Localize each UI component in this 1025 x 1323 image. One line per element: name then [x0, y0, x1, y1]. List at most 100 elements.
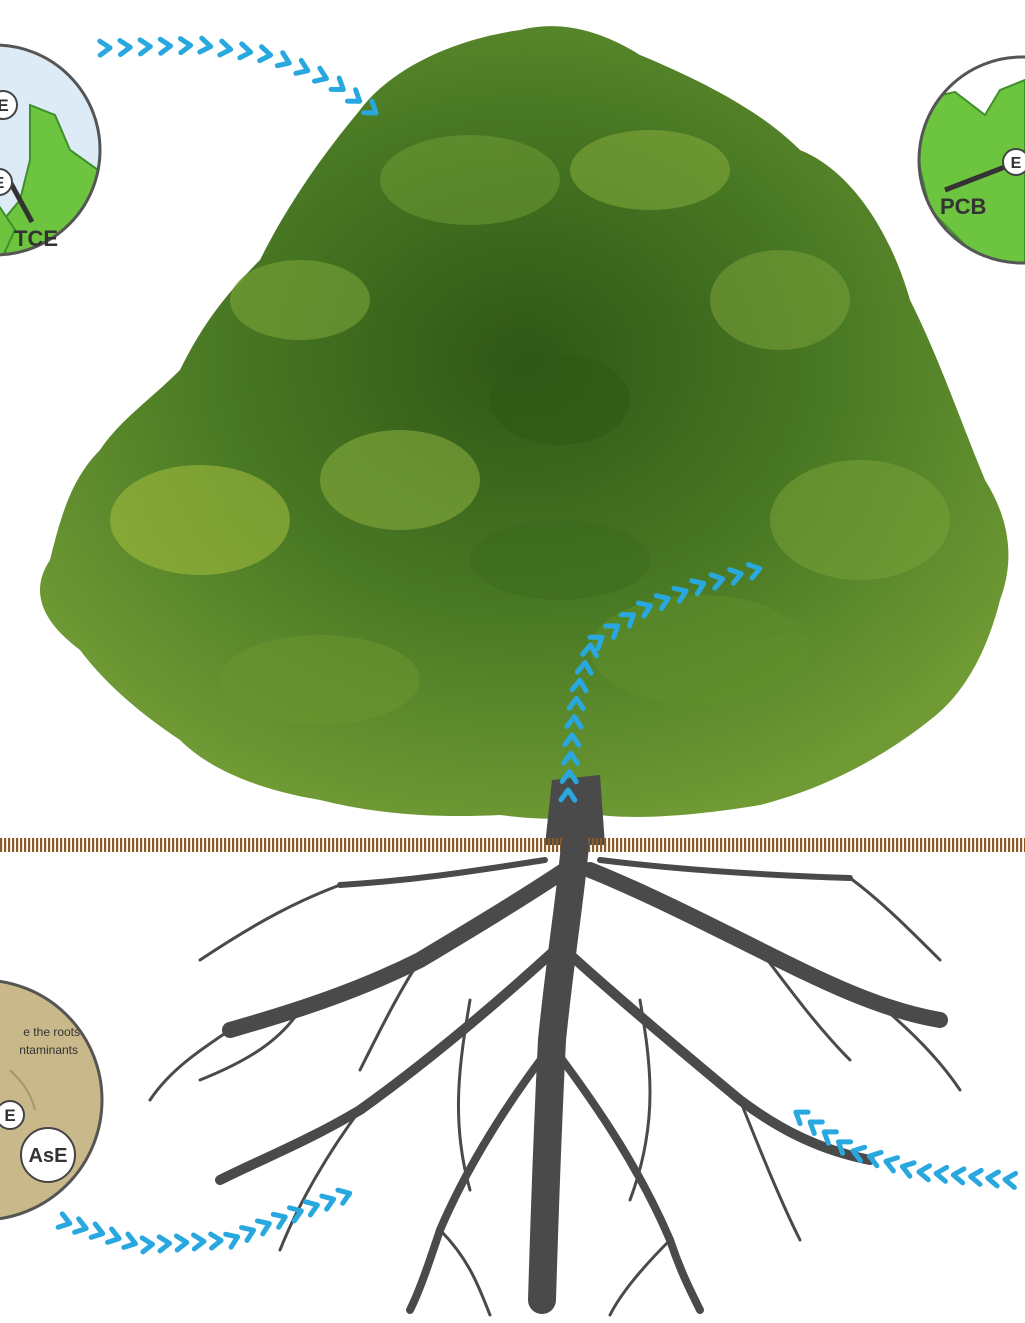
ground-tick	[764, 838, 766, 852]
ground-tick	[52, 838, 54, 852]
ground-tick	[292, 838, 294, 852]
badge-e-mid-label: E	[0, 175, 5, 192]
ground-tick	[812, 838, 814, 852]
ground-tick	[548, 838, 550, 852]
ground-tick	[32, 838, 34, 852]
ground-tick	[100, 838, 102, 852]
ground-tick	[168, 838, 170, 852]
chevron-arrow-icon	[820, 1126, 836, 1143]
ground-tick	[800, 838, 802, 852]
ground-tick	[592, 838, 594, 852]
chevron-arrow-icon	[918, 1165, 929, 1180]
ground-tick	[12, 838, 14, 852]
ground-tick	[936, 838, 938, 852]
ground-tick	[8, 838, 10, 852]
ground-tick	[128, 838, 130, 852]
ground-tick	[156, 838, 158, 852]
ground-tick	[908, 838, 910, 852]
ground-tick	[492, 838, 494, 852]
ground-tick	[112, 838, 114, 852]
ground-tick	[868, 838, 870, 852]
chevron-arrow-icon	[1004, 1173, 1015, 1188]
ground-tick	[624, 838, 626, 852]
badge-e-right-label: E	[1011, 155, 1022, 172]
ground-tick	[964, 838, 966, 852]
ground-tick	[96, 838, 98, 852]
ground-tick	[500, 838, 502, 852]
ground-tick	[796, 838, 798, 852]
ground-tick	[1016, 838, 1018, 852]
ground-tick	[384, 838, 386, 852]
chevron-arrow-icon	[120, 40, 130, 54]
ground-tick	[80, 838, 82, 852]
ground-tick	[496, 838, 498, 852]
ground-tick	[188, 838, 190, 852]
ground-tick	[48, 838, 50, 852]
ground-tick	[556, 838, 558, 852]
ground-tick	[940, 838, 942, 852]
ground-tick	[456, 838, 458, 852]
ground-tick	[348, 838, 350, 852]
ground-tick	[716, 838, 718, 852]
root-left-top	[340, 860, 545, 885]
bottom-left-zoom-circle: e the roots ntaminants E AsE	[0, 980, 102, 1220]
ground-tick	[620, 838, 622, 852]
root-right-major	[590, 870, 940, 1020]
ground-tick	[60, 838, 62, 852]
ground-tick	[820, 838, 822, 852]
root-system	[150, 845, 960, 1315]
ground-tick	[916, 838, 918, 852]
chevron-arrow-icon	[338, 1187, 352, 1204]
ground-tick	[352, 838, 354, 852]
ground-tick	[924, 838, 926, 852]
ground-tick	[388, 838, 390, 852]
ground-tick	[64, 838, 66, 852]
ground-tick	[728, 838, 730, 852]
ground-tick	[612, 838, 614, 852]
chevron-arrow-icon	[200, 38, 212, 53]
chevron-arrow-icon	[296, 60, 311, 77]
ground-tick	[1004, 838, 1006, 852]
ground-tick	[264, 838, 266, 852]
ground-tick	[372, 838, 374, 852]
ground-tick	[684, 838, 686, 852]
ground-tick	[920, 838, 922, 852]
ground-tick	[196, 838, 198, 852]
chevron-arrow-icon	[900, 1160, 914, 1176]
ground-tick	[632, 838, 634, 852]
chevron-arrow-icon	[242, 1224, 257, 1241]
badge-ase-label: AsE	[29, 1145, 68, 1167]
ground-tick	[628, 838, 630, 852]
ground-tick	[444, 838, 446, 852]
ground-tick	[216, 838, 218, 852]
ground-tick	[520, 838, 522, 852]
ground-tick	[104, 838, 106, 852]
chevron-arrow-icon	[322, 1193, 336, 1210]
ground-tick	[204, 838, 206, 852]
ground-tick	[132, 838, 134, 852]
ground-tick	[108, 838, 110, 852]
ground-tick	[784, 838, 786, 852]
chevron-arrow-icon	[75, 1219, 89, 1235]
caption-line-2: ntaminants	[19, 1043, 78, 1057]
ground-tick	[636, 838, 638, 852]
ground-tick	[992, 838, 994, 852]
ground-tick	[616, 838, 618, 852]
ground-tick	[984, 838, 986, 852]
root-left-major	[230, 870, 565, 1030]
ground-tick	[904, 838, 906, 852]
ground-tick	[480, 838, 482, 852]
ground-tick	[972, 838, 974, 852]
ground-tick	[712, 838, 714, 852]
ground-tick	[872, 838, 874, 852]
root-left-2	[220, 950, 555, 1180]
ground-tick	[360, 838, 362, 852]
ground-tick	[980, 838, 982, 852]
ground-tick	[864, 838, 866, 852]
ground-tick	[20, 838, 22, 852]
ground-tick	[336, 838, 338, 852]
ground-tick	[732, 838, 734, 852]
ground-tick	[476, 838, 478, 852]
ground-tick	[440, 838, 442, 852]
ground-tick	[120, 838, 122, 852]
